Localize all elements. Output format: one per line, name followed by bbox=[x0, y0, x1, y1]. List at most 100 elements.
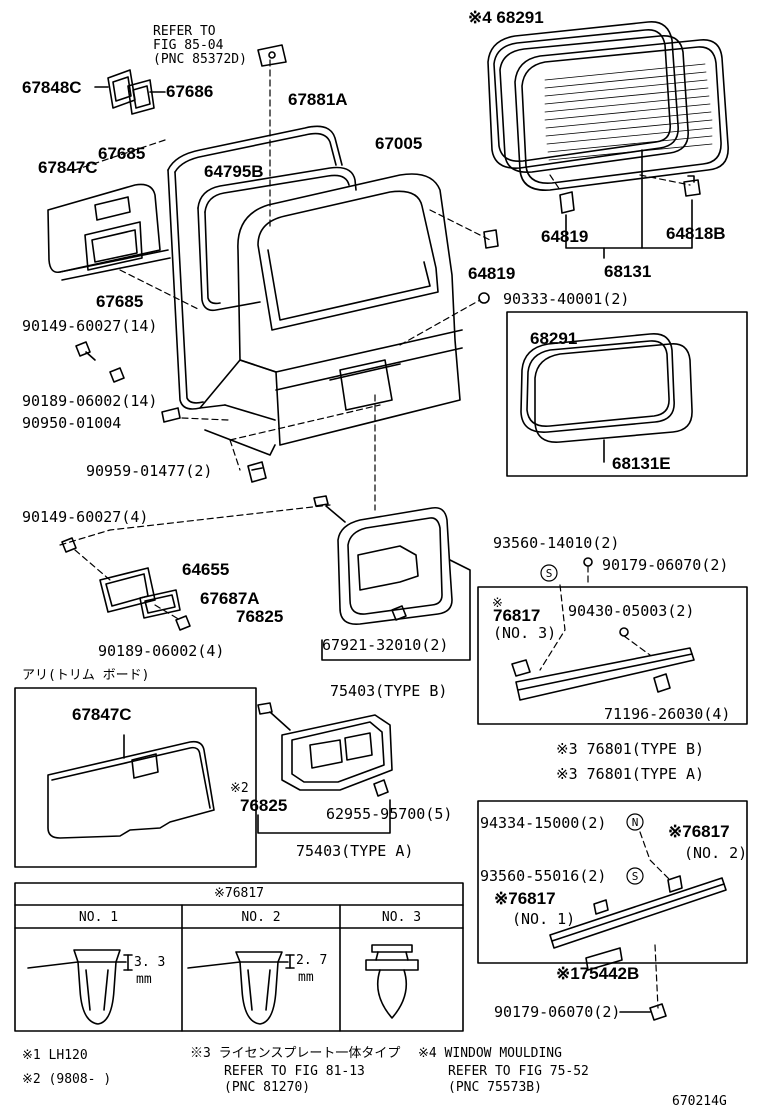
label-67848c: 67848C bbox=[22, 78, 82, 97]
clip-table-title: ※76817 bbox=[213, 886, 265, 901]
label-76817-no1-sub: (NO. 1) bbox=[512, 910, 576, 928]
label-90959: 90959-01477(2) bbox=[86, 462, 213, 480]
window-68131e bbox=[520, 333, 693, 463]
label-93560-55016: 93560-55016(2) bbox=[480, 867, 607, 885]
label-67847c-upper: 67847C bbox=[38, 158, 98, 177]
trim-board-67847c bbox=[47, 734, 215, 839]
clip-table-col-no3: NO. 3 bbox=[381, 910, 422, 925]
footnote-4-pnc: (PNC 75573B) bbox=[448, 1080, 542, 1095]
label-64818b: 64818B bbox=[666, 224, 726, 243]
nut-90179-bottom bbox=[649, 1003, 667, 1021]
label-90333: 90333-40001(2) bbox=[503, 290, 630, 308]
label-90179-top: 90179-06070(2) bbox=[602, 556, 729, 574]
seal-67687a bbox=[139, 589, 181, 619]
leader-lines-upper bbox=[59, 59, 691, 546]
label-64819-upper: 64819 bbox=[541, 227, 589, 246]
label-90189-4: 90189-06002(4) bbox=[98, 642, 225, 660]
label-68291-top: ※4 68291 bbox=[468, 8, 544, 27]
back-door-panel-67005 bbox=[237, 173, 463, 446]
label-94334: 94334-15000(2) bbox=[480, 814, 607, 832]
label-64795b: 64795B bbox=[204, 162, 264, 181]
rear-window-defroster-lines bbox=[544, 63, 713, 161]
label-67921: 67921-32010(2) bbox=[322, 636, 449, 654]
plug-90333 bbox=[478, 292, 490, 304]
label-76817-no3-mark: ※ bbox=[492, 596, 503, 611]
footnote-4-ref: REFER TO FIG 75-52 bbox=[448, 1064, 589, 1079]
label-67881a: 67881A bbox=[288, 90, 348, 109]
label-68291-box: 68291 bbox=[530, 329, 578, 348]
label-76825-lower: 76825 bbox=[240, 796, 288, 815]
clip-90959 bbox=[247, 461, 267, 483]
clip-table-col-no2: NO. 2 bbox=[241, 910, 281, 925]
label-64819-lower: 64819 bbox=[468, 264, 516, 283]
label-68131e: 68131E bbox=[612, 454, 671, 473]
screw-90149-lower bbox=[61, 537, 77, 553]
label-67847c-board: 67847C bbox=[72, 705, 132, 724]
circle-mark-s-lower bbox=[626, 867, 644, 885]
label-93560-14010: 93560-14010(2) bbox=[493, 534, 620, 552]
ref-fig85-line2: FIG 85-04 bbox=[153, 38, 224, 53]
label-75403-type-a: 75403(TYPE A) bbox=[296, 842, 414, 860]
clip-90950 bbox=[161, 407, 181, 423]
footnote-1: ※1 LH120 bbox=[22, 1048, 88, 1063]
figure-id: 670214G bbox=[672, 1094, 727, 1109]
clip-no1-dimension: 3. 3 bbox=[134, 955, 166, 970]
label-90179-bottom: 90179-06070(2) bbox=[494, 1003, 621, 1021]
clip-table bbox=[14, 882, 464, 1032]
footnote-2: ※2 (9808- ) bbox=[22, 1072, 112, 1087]
label-76825-upper: 76825 bbox=[236, 607, 284, 626]
clip-no2-dimension: 2. 7 bbox=[296, 953, 328, 968]
box-trim-board bbox=[14, 687, 257, 868]
circle-letter-s-upper: S bbox=[546, 567, 553, 580]
label-62955: 62955-95700(5) bbox=[326, 805, 453, 823]
ref-fig85-line1: REFER TO bbox=[153, 24, 216, 39]
label-90189-14: 90189-06002(14) bbox=[22, 392, 158, 410]
left-lower-panel bbox=[199, 359, 277, 456]
hinge-piece-fig85 bbox=[257, 44, 287, 67]
footnote-3-ref: REFER TO FIG 81-13 bbox=[224, 1064, 365, 1079]
footnote-3: ※3 ライセンスプレート一体タイプ bbox=[190, 1046, 401, 1061]
label-76817-no3-sub: (NO. 3) bbox=[493, 624, 557, 642]
label-75442b: ※175442B bbox=[556, 964, 640, 983]
label-90950: 90950-01004 bbox=[22, 414, 122, 432]
label-67687a: 67687A bbox=[200, 589, 260, 608]
label-90149-4: 90149-60027(4) bbox=[22, 508, 149, 526]
clip-table-col-no1: NO. 1 bbox=[78, 910, 119, 925]
license-garnish-type-b bbox=[313, 495, 453, 625]
bracket-75403a bbox=[257, 799, 391, 834]
garnish-76801-type-a bbox=[549, 875, 727, 971]
circle-mark-s-upper bbox=[540, 564, 558, 582]
box-76801-type-b bbox=[477, 586, 748, 725]
clip-no3-drawing bbox=[365, 944, 419, 1019]
label-trim-board: アリ(トリム ボード) bbox=[22, 668, 150, 683]
stopper-64819-upper bbox=[559, 191, 575, 214]
label-90430: 90430-05003(2) bbox=[568, 602, 695, 620]
bracket-75403b bbox=[321, 559, 471, 661]
label-76801-type-b: ※3 76801(TYPE B) bbox=[556, 740, 705, 758]
cover-67686 bbox=[127, 79, 155, 115]
label-75403-type-b: 75403(TYPE B) bbox=[330, 682, 448, 700]
circle-letter-s-lower: S bbox=[632, 870, 639, 883]
trim-strip-67685 bbox=[59, 249, 171, 281]
clip-no2-unit: mm bbox=[298, 970, 314, 985]
label-68131: 68131 bbox=[604, 262, 652, 281]
box-68131e bbox=[506, 311, 748, 477]
leader-lines-type-a bbox=[639, 831, 671, 1009]
clip-no2-drawing bbox=[187, 951, 295, 1025]
ref-fig85-line3: (PNC 85372D) bbox=[153, 52, 247, 67]
label-67685-bottom: 67685 bbox=[96, 292, 144, 311]
clip-64818b bbox=[683, 175, 701, 197]
label-76825-mark: ※2 bbox=[230, 781, 249, 796]
bracket-68131 bbox=[565, 149, 693, 259]
back-door-weatherstrip-67881a bbox=[167, 125, 343, 410]
stopper-64819-lower bbox=[483, 229, 499, 249]
label-67005: 67005 bbox=[375, 134, 423, 153]
back-door-glass-seal-64795b bbox=[197, 166, 357, 312]
leader-lines-handle bbox=[74, 549, 181, 621]
label-67686: 67686 bbox=[166, 82, 214, 101]
circle-mark-n bbox=[626, 813, 644, 831]
label-76817-no2: ※76817 bbox=[668, 822, 730, 841]
label-76801-type-a: ※3 76801(TYPE A) bbox=[556, 765, 705, 783]
footnote-4: ※4 WINDOW MOULDING bbox=[418, 1046, 562, 1061]
